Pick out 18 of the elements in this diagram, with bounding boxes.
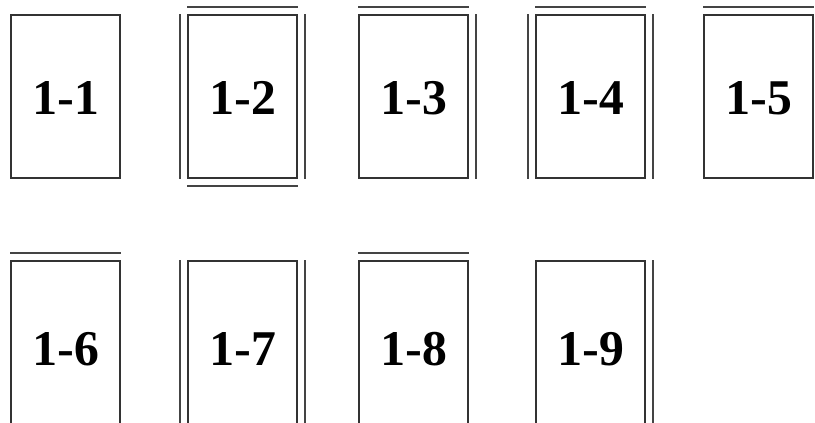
page-number: 1-9 <box>557 318 624 376</box>
page-box <box>703 14 814 179</box>
page-box <box>358 14 469 179</box>
page-box <box>187 14 298 179</box>
page-box <box>187 260 298 423</box>
page-box <box>10 260 121 423</box>
page-number: 1-3 <box>380 68 447 126</box>
page-number: 1-4 <box>557 68 624 126</box>
page-box <box>535 260 646 423</box>
page-number: 1-6 <box>32 318 99 376</box>
page-number: 1-7 <box>209 318 276 376</box>
page-box <box>535 14 646 179</box>
page-box <box>10 14 121 179</box>
page-number: 1-5 <box>725 68 792 126</box>
page-number: 1-2 <box>209 68 276 126</box>
page-box <box>358 260 469 423</box>
page-number: 1-1 <box>32 68 99 126</box>
page-number: 1-8 <box>380 318 447 376</box>
